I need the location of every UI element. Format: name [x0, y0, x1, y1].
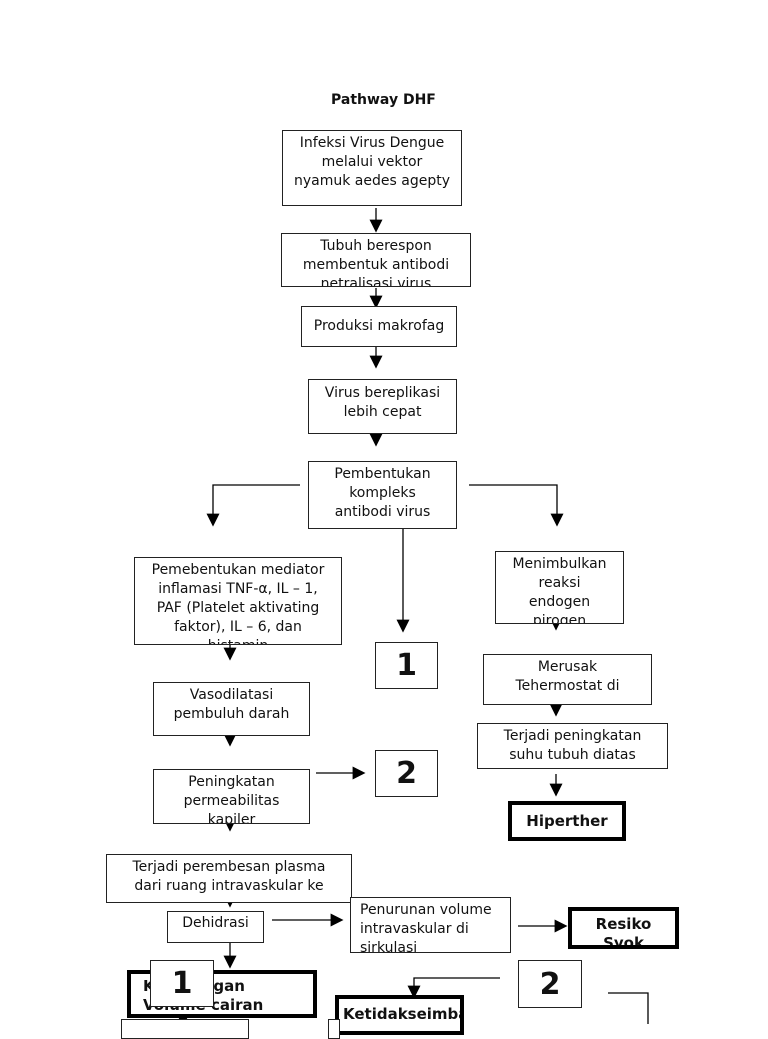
- node-perembesan: Terjadi perembesan plasma dari ruang int…: [106, 854, 352, 903]
- partial-box-mid: [328, 1019, 340, 1039]
- node-virus-replikasi: Virus bereplikasi lebih cepat: [308, 379, 457, 434]
- node-tubuh: Tubuh berespon membentuk antibodi netral…: [281, 233, 471, 287]
- node-resiko: Resiko Syok: [568, 907, 679, 949]
- node-terjadi-peningkatan: Terjadi peningkatan suhu tubuh diatas: [477, 723, 668, 769]
- node-vasodilatasi: Vasodilatasi pembuluh darah: [153, 682, 310, 736]
- node-produksi: Produksi makrofag: [301, 306, 457, 347]
- node-pembentukan: Pembentukan kompleks antibodi virus: [308, 461, 457, 529]
- node-dehidrasi: Dehidrasi: [167, 911, 264, 943]
- node-mediator: Pemebentukan mediator inflamasi TNF-α, I…: [134, 557, 342, 645]
- node-menimbulkan: Menimbulkan reaksi endogen pirogen: [495, 551, 624, 624]
- node-penurunan: Penurunan volume intravaskular di sirkul…: [350, 897, 511, 953]
- connector-1-b: 1: [150, 960, 214, 1007]
- node-hiperther: Hiperther: [508, 801, 626, 841]
- partial-box-left: [121, 1019, 249, 1039]
- connector-2-a: 2: [375, 750, 438, 797]
- node-infeksi: Infeksi Virus Dengue melalui vektor nyam…: [282, 130, 462, 206]
- connector-2-b: 2: [518, 960, 582, 1008]
- node-peningkatan-permeabilitas: Peningkatan permeabilitas kapiler: [153, 769, 310, 824]
- node-merusak: Merusak Tehermostat di: [483, 654, 652, 705]
- connector-1-a: 1: [375, 642, 438, 689]
- page-title: Pathway DHF: [331, 92, 436, 108]
- node-ketidakseimbangan: Ketidakseimba: [335, 995, 464, 1035]
